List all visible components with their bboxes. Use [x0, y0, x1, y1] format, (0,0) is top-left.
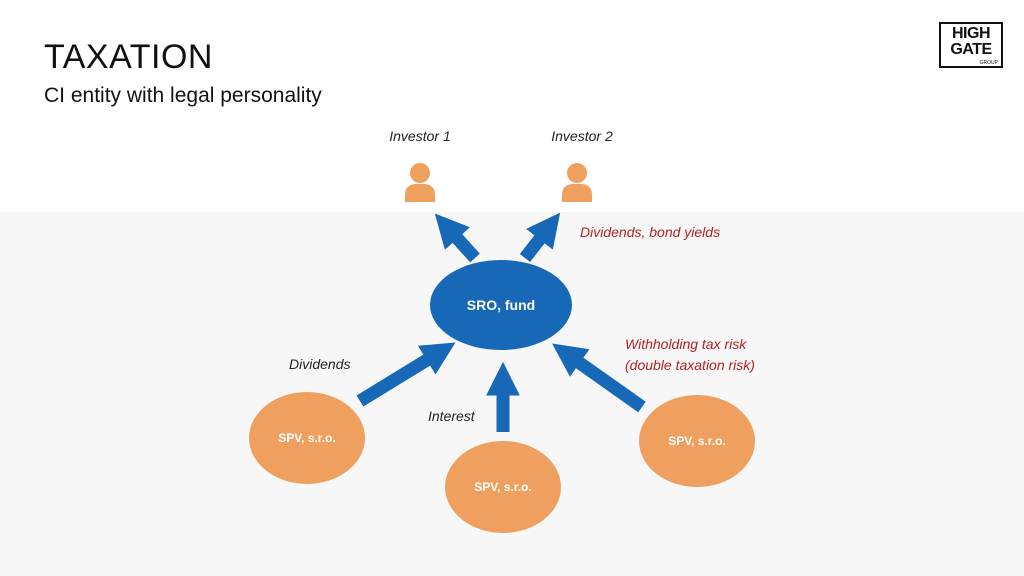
spv-node-left: SPV, s.r.o. [249, 392, 365, 484]
page-subtitle: CI entity with legal personality [44, 84, 322, 107]
logo-line-2: GATE [950, 41, 992, 58]
spv-center-label: SPV, s.r.o. [474, 480, 532, 494]
fund-node: SRO, fund [430, 260, 572, 350]
interest-label: Interest [428, 408, 476, 424]
arrow-fund-to-investor-2 [519, 212, 561, 262]
logo-line-3: GROUP [979, 60, 998, 66]
withholding-tax-risk-label: Withholding tax risk [625, 336, 747, 352]
page-title: TAXATION [44, 38, 213, 76]
dividends-bond-yields-label: Dividends, bond yields [580, 224, 720, 240]
spv-right-label: SPV, s.r.o. [668, 434, 726, 448]
dividends-label: Dividends [289, 356, 350, 372]
highgate-logo: HIGH GATE GROUP [939, 22, 1003, 68]
investor-1-person-icon [405, 163, 435, 202]
spv-node-right: SPV, s.r.o. [639, 395, 755, 487]
arrow-spv-right-to-fund [552, 343, 646, 413]
investor-1-label: Investor 1 [389, 128, 450, 144]
investor-2-person-icon [562, 163, 592, 202]
spv-node-center: SPV, s.r.o. [445, 441, 561, 533]
arrow-spv-left-to-fund [356, 342, 456, 407]
double-taxation-risk-label: (double taxation risk) [625, 357, 755, 373]
investor-2-label: Investor 2 [551, 128, 613, 144]
logo-line-1: HIGH [952, 25, 991, 42]
spv-left-label: SPV, s.r.o. [278, 431, 336, 445]
fund-label: SRO, fund [467, 297, 535, 313]
arrow-fund-to-investor-1 [434, 213, 480, 263]
